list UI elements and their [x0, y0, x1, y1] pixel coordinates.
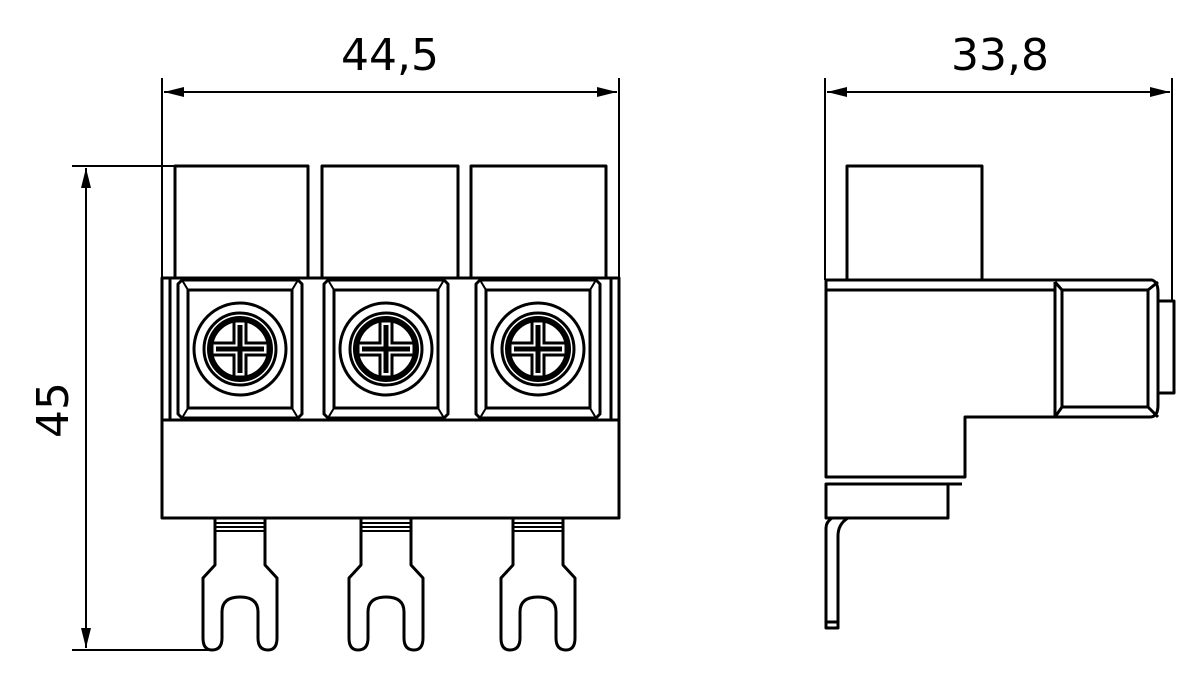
screw-icon	[192, 301, 288, 397]
terminal-3	[469, 164, 608, 652]
front-height-dimension: 45	[28, 165, 212, 651]
front-height-label: 45	[28, 382, 79, 438]
screw-icon	[338, 301, 434, 397]
terminal-1	[173, 164, 310, 652]
screw-icon	[490, 301, 586, 397]
side-view	[824, 164, 1176, 630]
fork-terminal	[499, 518, 577, 652]
front-width-label: 44,5	[341, 30, 439, 81]
front-width-dimension: 44,5	[161, 30, 620, 280]
fork-terminal	[201, 518, 279, 652]
side-depth-label: 33,8	[951, 30, 1049, 81]
front-view	[160, 164, 621, 652]
terminal-2	[320, 164, 460, 652]
side-depth-dimension: 33,8	[824, 30, 1173, 300]
terminal-cover	[320, 164, 460, 280]
terminal-cover	[469, 164, 608, 280]
terminal-cover	[173, 164, 310, 280]
fork-terminal	[347, 518, 425, 652]
